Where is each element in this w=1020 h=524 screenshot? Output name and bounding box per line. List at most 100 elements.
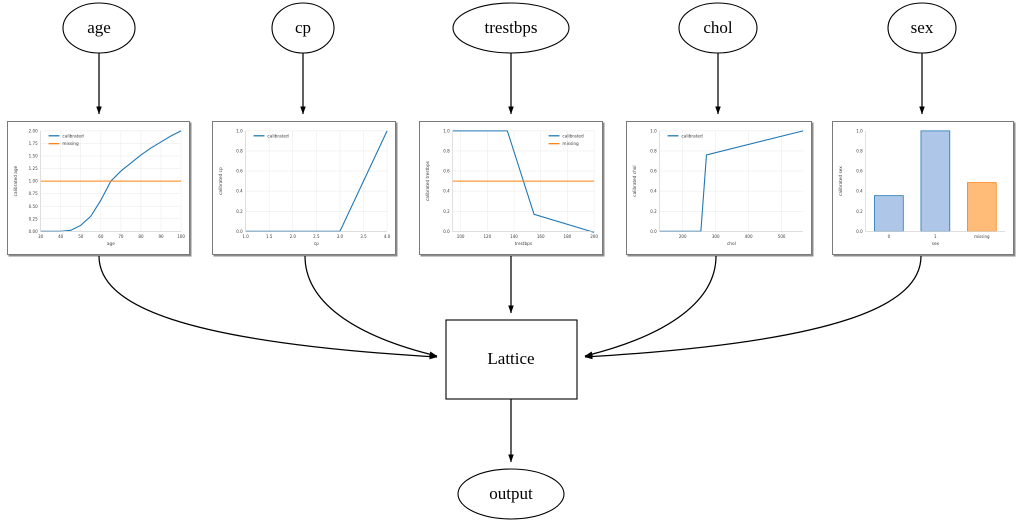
node-cp[interactable] (271, 2, 335, 54)
svg-text:chol: chol (727, 241, 736, 246)
svg-text:1.0: 1.0 (236, 128, 243, 133)
svg-text:0.2: 0.2 (650, 209, 657, 214)
node-trestbps[interactable] (452, 2, 570, 54)
svg-text:0.6: 0.6 (650, 169, 657, 174)
edge-ageplot-to-lattice (98, 255, 438, 360)
svg-text:age: age (107, 241, 115, 246)
svg-text:0.2: 0.2 (236, 209, 243, 214)
svg-text:calibrated: calibrated (562, 133, 584, 138)
svg-text:50: 50 (78, 234, 84, 239)
svg-text:calibrated chol: calibrated chol (632, 165, 637, 196)
svg-text:70: 70 (118, 234, 124, 239)
svg-text:0.4: 0.4 (236, 189, 243, 194)
svg-text:300: 300 (712, 234, 720, 239)
svg-text:calibrated sex: calibrated sex (838, 166, 843, 196)
svg-text:0.8: 0.8 (856, 149, 863, 154)
svg-text:1.5: 1.5 (266, 234, 273, 239)
svg-text:100: 100 (457, 234, 465, 239)
svg-text:1.0: 1.0 (856, 128, 863, 133)
svg-text:1.50: 1.50 (29, 154, 38, 159)
chart-panel-trestbps[interactable]: 100 120 140 160 180 200 0.0 0.2 0.4 0.6 0.8 1.0 tres… (419, 121, 603, 255)
svg-text:1.0: 1.0 (443, 128, 450, 133)
svg-text:0.2: 0.2 (856, 209, 863, 214)
svg-text:0.00: 0.00 (29, 229, 38, 234)
svg-text:calibrated: calibrated (681, 133, 703, 138)
svg-text:3.0: 3.0 (337, 234, 344, 239)
node-age[interactable] (62, 2, 136, 54)
svg-text:1.75: 1.75 (29, 141, 38, 146)
svg-text:0.50: 0.50 (29, 204, 38, 209)
svg-text:200: 200 (590, 234, 598, 239)
svg-text:calibrated: calibrated (267, 133, 289, 138)
node-sex[interactable] (887, 2, 957, 54)
svg-text:0: 0 (888, 234, 891, 239)
svg-text:90: 90 (158, 234, 164, 239)
svg-text:140: 140 (510, 234, 518, 239)
svg-text:trestbps: trestbps (515, 241, 532, 246)
svg-text:calibrated age: calibrated age (13, 166, 18, 197)
edge-sexplot-to-lattice (584, 255, 922, 360)
svg-text:2.0: 2.0 (290, 234, 297, 239)
node-lattice-label: Lattice (487, 349, 534, 368)
svg-text:120: 120 (483, 234, 491, 239)
svg-text:2.00: 2.00 (29, 128, 38, 133)
svg-text:0.4: 0.4 (650, 189, 657, 194)
svg-text:1: 1 (934, 234, 937, 239)
svg-text:0.0: 0.0 (443, 229, 450, 234)
svg-text:0.6: 0.6 (236, 169, 243, 174)
node-age-label: age (87, 18, 111, 37)
svg-text:0.0: 0.0 (650, 229, 657, 234)
svg-text:calibrated cp: calibrated cp (218, 167, 223, 195)
svg-text:0.8: 0.8 (236, 149, 243, 154)
svg-text:sex: sex (932, 241, 940, 246)
svg-text:1.00: 1.00 (29, 179, 38, 184)
svg-text:missing: missing (562, 141, 579, 146)
svg-text:calibrated: calibrated (62, 133, 84, 138)
chart-panel-cp[interactable]: 1.0 1.5 2.0 2.5 3.0 3.5 4.0 0.0 0.2 0.4 0.6 0.8 1.0 c… (212, 121, 396, 255)
node-output-label: output (489, 484, 533, 503)
svg-text:60: 60 (98, 234, 104, 239)
chart-panel-age[interactable]: 30 40 50 60 70 80 90 100 0.00 0.25 0.50 0.75 1.00 1.2… (7, 121, 190, 255)
svg-text:160: 160 (537, 234, 545, 239)
edge-cholplot-to-lattice (584, 255, 717, 357)
node-lattice[interactable] (445, 319, 578, 400)
svg-text:0.6: 0.6 (443, 169, 450, 174)
svg-text:0.8: 0.8 (443, 149, 450, 154)
svg-text:0.75: 0.75 (29, 191, 38, 196)
svg-text:calibrated trestbps: calibrated trestbps (425, 161, 430, 201)
svg-text:missing: missing (62, 141, 79, 146)
node-chol-label: chol (703, 18, 733, 37)
node-chol[interactable] (678, 2, 758, 54)
svg-text:0.4: 0.4 (856, 189, 863, 194)
node-sex-label: sex (911, 18, 934, 37)
svg-text:1.25: 1.25 (29, 166, 38, 171)
svg-text:40: 40 (58, 234, 64, 239)
svg-text:0.0: 0.0 (856, 229, 863, 234)
svg-text:cp: cp (314, 241, 319, 246)
svg-text:1.0: 1.0 (242, 234, 249, 239)
svg-text:200: 200 (679, 234, 687, 239)
svg-text:100: 100 (177, 234, 185, 239)
svg-text:missing: missing (974, 234, 990, 239)
svg-text:80: 80 (138, 234, 144, 239)
edge-cpplot-to-lattice (304, 255, 438, 357)
svg-text:0.2: 0.2 (443, 209, 450, 214)
svg-text:0.6: 0.6 (856, 169, 863, 174)
svg-text:1.0: 1.0 (650, 128, 657, 133)
svg-text:0.4: 0.4 (443, 189, 450, 194)
svg-text:400: 400 (745, 234, 753, 239)
svg-text:0.0: 0.0 (236, 229, 243, 234)
svg-text:4.0: 4.0 (384, 234, 391, 239)
svg-text:180: 180 (564, 234, 572, 239)
svg-text:2.5: 2.5 (313, 234, 320, 239)
chart-panel-sex[interactable]: 0.0 0.2 0.4 0.6 0.8 1.0 0 1 missing sex calibrated… (832, 121, 1014, 255)
svg-text:3.5: 3.5 (360, 234, 367, 239)
svg-text:0.25: 0.25 (29, 216, 38, 221)
svg-text:30: 30 (38, 234, 44, 239)
svg-text:0.8: 0.8 (650, 149, 657, 154)
node-output[interactable] (457, 468, 565, 520)
